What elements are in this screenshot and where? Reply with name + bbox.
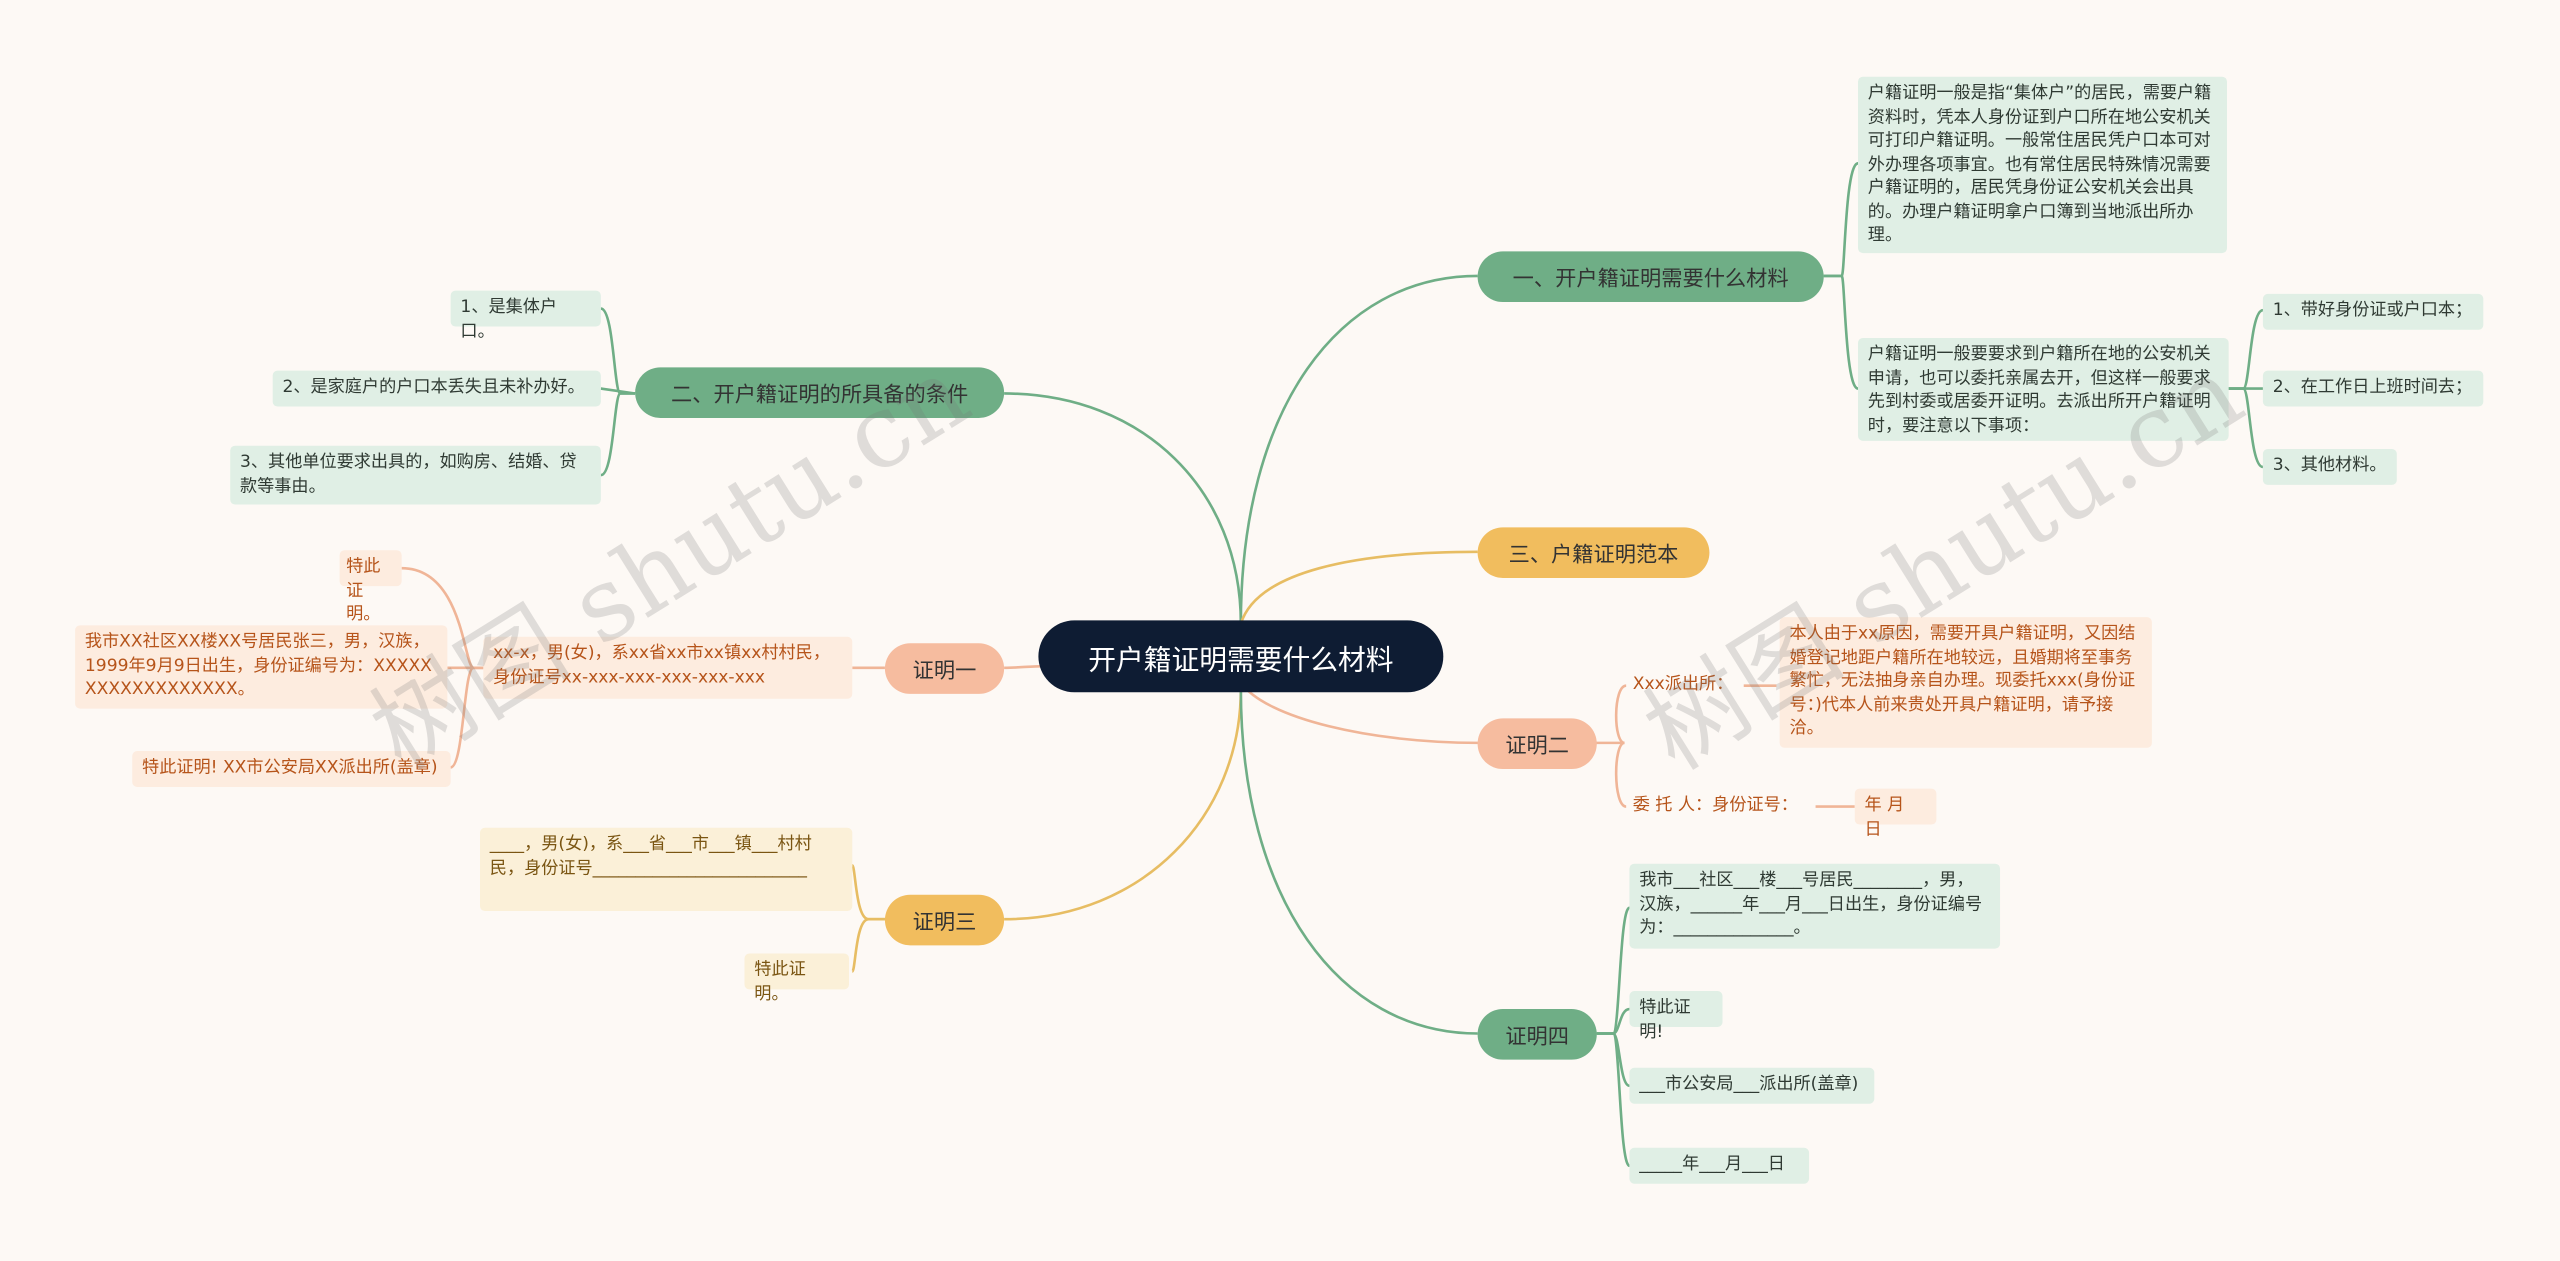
condition-collective-household: 1、是集体户口。 (450, 290, 601, 340)
c1-hereby-certify: 特此证明。 (339, 550, 402, 624)
procedure-note: 户籍证明一般要要求到户籍所在地的公安机关申请，也可以委托亲属去开，但这样一般要求… (1858, 337, 2229, 441)
c3-hereby-certify: 特此证明。 (744, 953, 850, 1003)
c1-signature: 特此证明! XX市公安局XX派出所(盖章) (132, 751, 451, 787)
branch-conditions[interactable]: 二、开户籍证明的所具备的条件 (635, 367, 1005, 418)
c4-date: _____年___月___日 (1629, 1147, 1810, 1184)
item-other-materials: 3、其他材料。 (2262, 448, 2397, 485)
c2-entrusting-person: 委 托 人：身份证号： (1632, 795, 1798, 815)
c4-hereby-certify: 特此证明! (1629, 991, 1723, 1041)
root-node[interactable]: 开户籍证明需要什么材料 (1038, 620, 1444, 693)
condition-other-units: 3、其他单位要求出具的，如购房、结婚、贷款等事由。 (230, 445, 601, 505)
certificate-two[interactable]: 证明二 (1477, 718, 1597, 770)
c3-body: ____，男(女)，系___省___市___镇___村村民，身份证号______… (480, 827, 853, 912)
c2-police-station: Xxx派出所： (1632, 674, 1734, 694)
certificate-three[interactable]: 证明三 (884, 894, 1005, 946)
c1-body: xx-x，男(女)，系xx省xx市xx镇xx村村民，身份证号xx-xxx-xxx… (483, 636, 853, 699)
c4-police-office: ___市公安局___派出所(盖章) (1629, 1067, 1875, 1104)
item-id-card: 1、带好身份证或户口本； (2262, 293, 2484, 330)
certificate-one[interactable]: 证明一 (884, 643, 1005, 694)
branch-required-materials[interactable]: 一、开户籍证明需要什么材料 (1477, 251, 1824, 303)
certificate-four[interactable]: 证明四 (1477, 1009, 1597, 1060)
materials-description: 户籍证明一般是指“集体户”的居民，需要户籍资料时，凭本人身份证到户口所在地公安机… (1858, 76, 2228, 254)
c1-resident-details: 我市XX社区XX楼XX号居民张三，男，汉族，1999年9月9日出生，身份证编号为… (75, 625, 448, 709)
condition-lost-booklet: 2、是家庭户的户口本丢失且未补办好。 (272, 370, 601, 407)
c2-entrust-body: 本人由于xx原因，需要开具户籍证明，又因结婚登记地距户籍所在地较远，且婚期将至事… (1779, 617, 2152, 748)
c2-date: 年 月 日 (1854, 788, 1937, 838)
branch-sample[interactable]: 三、户籍证明范本 (1477, 527, 1710, 578)
item-working-hours: 2、在工作日上班时间去； (2262, 370, 2484, 407)
c4-body: 我市___社区___楼___号居民________，男，汉族，______年__… (1629, 863, 2001, 949)
